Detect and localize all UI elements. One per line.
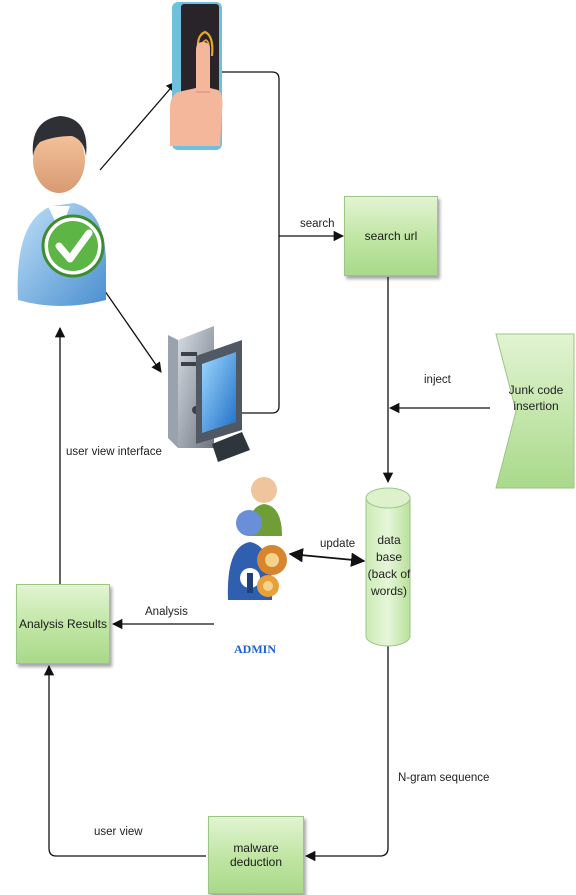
search-url-label: search url: [365, 229, 418, 243]
malware-deduction-box[interactable]: malware deduction: [208, 816, 304, 894]
analysis-edge-label: Analysis: [145, 606, 188, 618]
desktop-computer-icon: [168, 326, 250, 462]
search-edge-label: search: [300, 218, 335, 230]
database-label: data base (back of words): [364, 532, 414, 600]
edge-user-to-computer: [100, 284, 161, 372]
malware-deduction-label: malware deduction: [209, 841, 303, 869]
inject-edge-label: inject: [424, 374, 451, 386]
admin-label: ADMIN: [234, 642, 276, 657]
edge-ngram: [306, 645, 388, 856]
admin-group-icon: [228, 477, 287, 600]
user-view-edge-label: user view: [94, 826, 143, 838]
touch-phone-icon: [170, 2, 223, 150]
edge-computer-to-merge: [240, 235, 279, 413]
edge-user-to-phone: [100, 82, 176, 170]
search-url-box[interactable]: search url: [344, 196, 438, 276]
edge-phone-to-merge: [222, 72, 279, 235]
update-edge-label: update: [320, 538, 355, 550]
edge-update: [290, 554, 364, 561]
user-view-interface-edge-label: user view interface: [66, 446, 162, 458]
analysis-results-box[interactable]: Analysis Results: [16, 584, 110, 664]
junk-code-label: Junk code insertion: [503, 382, 569, 414]
analysis-results-label: Analysis Results: [19, 617, 107, 631]
user-check-icon: [18, 116, 106, 306]
ngram-edge-label: N-gram sequence: [398, 772, 489, 784]
